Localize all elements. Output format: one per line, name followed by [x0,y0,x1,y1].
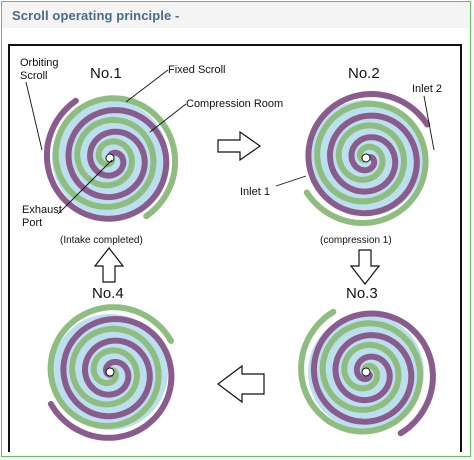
stage-2-scroll [303,90,431,227]
arrow-down [349,249,381,285]
exhaust-port-hole [105,367,115,377]
inlet-1-label: Inlet 1 [240,186,270,198]
orbiting-scroll-leader [25,81,43,151]
inlet-1-leader [275,175,307,187]
stage-4-scroll [47,304,175,441]
fixed-scroll-leader [125,69,169,103]
orbiting-scroll-label-line2: Scroll [20,70,48,82]
compression-room-label: Compression Room [186,98,283,110]
stage-1-caption: (Intake completed) [60,235,143,246]
exhaust-port-hole [361,367,371,377]
stage-1-number: No.1 [90,65,122,82]
inlet-2-leader [423,95,435,151]
exhaust-port-hole [105,153,115,163]
fixed-scroll-spiral [298,308,424,435]
stage-3-scroll [298,308,436,437]
exhaust-port-hole [361,153,371,163]
arrow-left [217,364,265,404]
arrow-right [217,130,262,162]
fixed-scroll-label: Fixed Scroll [168,64,225,76]
scroll-stages [43,90,436,441]
compression-room-leader [149,103,187,133]
orbiting-scroll-spiral [310,310,436,437]
title-bar: Scroll operating principle - [2,2,470,28]
orbiting-scroll-label-line1: Orbiting [20,57,59,69]
orbiting-scroll-spiral [47,315,175,441]
stage-2-caption: (compression 1) [320,235,392,246]
orbiting-scroll-spiral [43,97,170,222]
fixed-scroll-spiral [47,304,175,430]
fixed-scroll-spiral [303,100,429,227]
stage-4-number: No.4 [92,285,124,302]
figure-title: Scroll operating principle - [12,8,180,23]
exhaust-port-leader [57,159,113,215]
orbiting-scroll-spiral [305,90,431,217]
fixed-scroll-spiral [52,95,179,220]
diagram-panel [8,44,462,452]
stage-2-number: No.2 [348,65,380,82]
stage-1-scroll [43,95,179,222]
arrow-up [93,247,125,283]
exhaust-port-label-line1: Exhaust [22,204,62,216]
inlet-2-label: Inlet 2 [412,83,442,95]
exhaust-port-label-line2: Port [22,217,42,229]
stage-3-number: No.3 [346,285,378,302]
